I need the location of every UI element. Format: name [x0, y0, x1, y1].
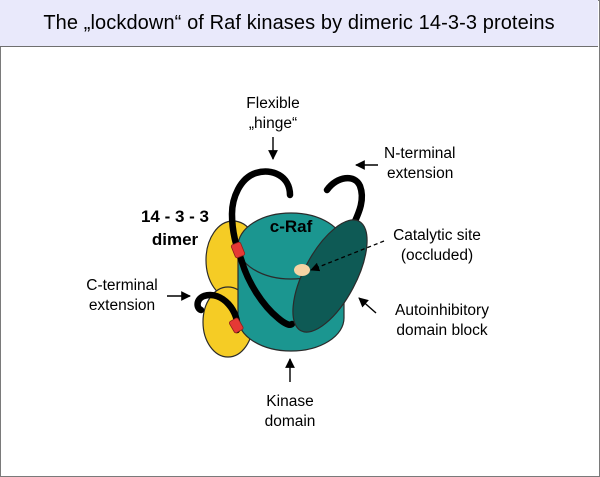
label-hinge-line2: „hinge“ [249, 115, 297, 132]
catalytic-site [294, 264, 310, 276]
label-dimer-line1: 14 - 3 - 3 [141, 207, 209, 226]
label-nterm-line2: extension [387, 165, 453, 182]
dashed-arrow-icon [310, 240, 385, 272]
label-cterm-line2: extension [89, 297, 155, 314]
label-kinase-line2: domain [265, 413, 316, 430]
autoinhibitory-domain-block [292, 219, 368, 333]
label-hinge-line1: Flexible [246, 95, 299, 112]
label-nterm-line1: N-terminal [384, 145, 455, 162]
label-dimer-line2: dimer [152, 230, 199, 249]
label-kinase-line1: Kinase [266, 393, 313, 410]
arrow-icon [358, 297, 377, 314]
label-catalytic-line2: (occluded) [401, 247, 473, 264]
label-catalytic-line1: Catalytic site [393, 227, 481, 244]
binding-site-lower [229, 317, 244, 334]
label-autoinhib-line1: Autoinhibitory [395, 302, 489, 319]
tether-c-terminal [194, 291, 241, 334]
label-craf: c-Raf [270, 217, 313, 236]
binding-site-upper [230, 241, 246, 259]
figure-title: The „lockdown“ of Raf kinases by dimeric… [43, 11, 555, 34]
label-cterm-line1: C-terminal [86, 277, 157, 294]
title-bar: The „lockdown“ of Raf kinases by dimeric… [0, 0, 598, 47]
tether-n-terminal [323, 175, 366, 232]
label-autoinhib-line2: domain block [396, 322, 488, 339]
